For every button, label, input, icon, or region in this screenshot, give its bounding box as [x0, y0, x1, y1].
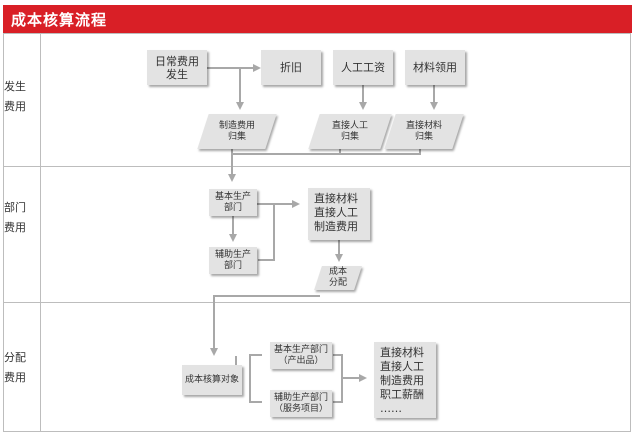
node-direct-material-collect: 直接材料 归集: [384, 114, 464, 149]
node-basic-prod-dept: 基本生产 部门: [209, 189, 257, 216]
node-mfg-cost-collect-label: 制造费用 归集: [218, 120, 255, 142]
lane-label-incurred: 发生 费用: [4, 80, 26, 113]
node-cost-object: 成本核算对象: [182, 365, 242, 395]
lane-label-allocation: 分配 费用: [4, 351, 26, 384]
page-title: 成本核算流程: [11, 11, 108, 29]
node-mfg-cost-collect: 制造费用 归集: [197, 114, 277, 149]
node-final-cost-items: 直接材料 直接人工 制造费用 职工薪酬 ……: [374, 342, 436, 418]
node-material-pick: 材料领用: [405, 50, 465, 85]
node-depreciation: 折旧: [261, 50, 321, 85]
lane-label-department: 部门 费用: [4, 201, 26, 234]
diagram-frame: [3, 33, 631, 432]
node-aux-prod-service: 辅助生产部门 （服务项目）: [270, 390, 332, 417]
node-dept-cost-items: 直接材料 直接人工 制造费用: [308, 188, 370, 240]
node-direct-labor-collect-label: 直接人工 归集: [331, 120, 368, 142]
lane-incurred: [3, 33, 631, 167]
node-labor-wage: 人工工资: [333, 50, 393, 85]
node-aux-prod-dept: 辅助生产 部门: [209, 247, 257, 274]
node-basic-prod-product: 基本生产部门 （产出品）: [270, 342, 332, 369]
node-direct-labor-collect: 直接人工 归集: [308, 114, 392, 149]
node-daily-expense: 日常费用 发生: [147, 50, 207, 85]
node-direct-material-collect-label: 直接材料 归集: [405, 120, 442, 142]
title-bar: 成本核算流程: [3, 5, 632, 33]
node-cost-allocation: 成本 分配: [314, 266, 362, 290]
lane-department: [3, 167, 631, 303]
node-cost-allocation-label: 成本 分配: [328, 267, 347, 288]
lane-divider: [40, 33, 41, 432]
